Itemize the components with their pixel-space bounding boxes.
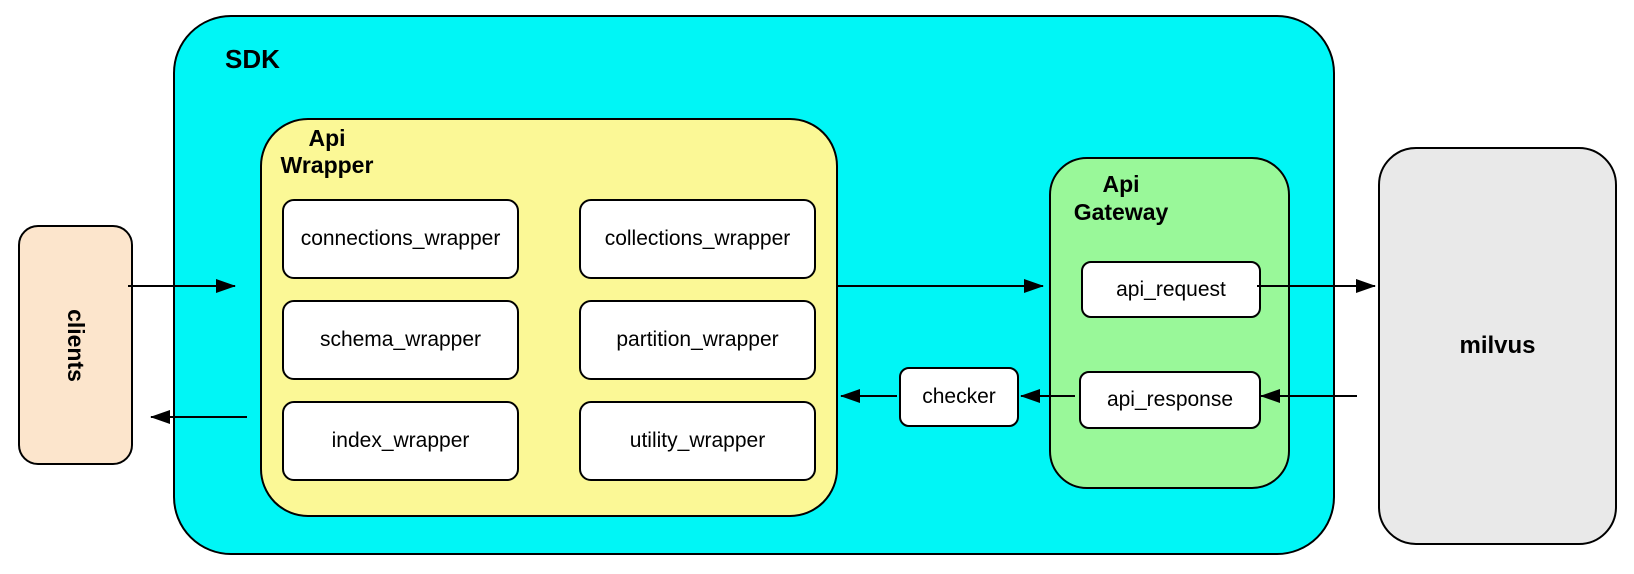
api-wrapper-label: Api Wrapper (280, 125, 374, 178)
api-gateway-container: Api Gateway api_request api_response (1049, 157, 1290, 489)
wrapper-box-utility: utility_wrapper (579, 401, 816, 481)
checker-box: checker (899, 367, 1019, 427)
wrapper-box-partition: partition_wrapper (579, 300, 816, 380)
clients-label: clients (63, 308, 89, 382)
sdk-container: SDK Api Wrapper connections_wrapper coll… (173, 15, 1335, 555)
wrapper-box-schema: schema_wrapper (282, 300, 519, 380)
milvus-label: milvus (1459, 332, 1536, 359)
clients-box: clients (18, 225, 133, 465)
api-response-box: api_response (1079, 371, 1261, 429)
api-wrapper-grid: connections_wrapper collections_wrapper … (282, 199, 816, 481)
api-gateway-label: Api Gateway (1073, 171, 1169, 225)
wrapper-box-index: index_wrapper (282, 401, 519, 481)
wrapper-box-connections: connections_wrapper (282, 199, 519, 279)
sdk-label: SDK (225, 44, 280, 74)
milvus-box: milvus (1378, 147, 1617, 545)
wrapper-box-collections: collections_wrapper (579, 199, 816, 279)
api-request-box: api_request (1081, 261, 1261, 318)
api-wrapper-container: Api Wrapper connections_wrapper collecti… (260, 118, 838, 517)
